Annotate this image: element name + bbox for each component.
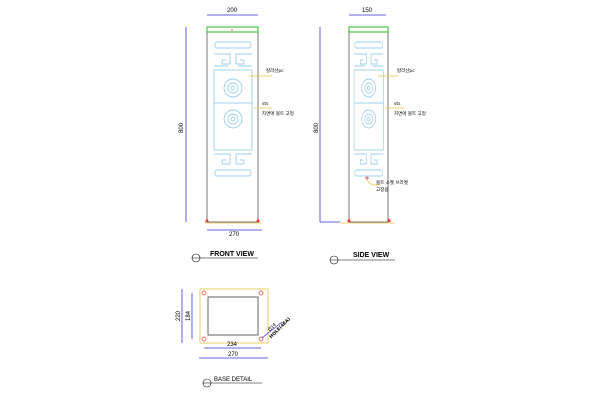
front-width-top: 200	[227, 8, 238, 14]
side-label-5: 고정용	[376, 186, 388, 193]
base-width-inner: 234	[227, 342, 238, 348]
front-view: 200 800 칼라산pc sts 지면에 볼트 고정 270 FRONT VI…	[179, 8, 294, 263]
base-height-outer: 220	[176, 310, 182, 321]
side-label-2: sts	[394, 101, 401, 107]
front-height: 800	[179, 122, 185, 133]
base-plate	[199, 288, 269, 344]
side-label-4: 볼트 소켓 브라켓	[376, 179, 408, 186]
front-label-1: 칼라산pc	[266, 67, 284, 74]
base-width-outer: 270	[228, 352, 239, 358]
side-label-3: 지면에 볼트 고정	[394, 110, 426, 117]
front-width-base: 270	[229, 232, 240, 238]
side-view: 150 800 칼라산pc sts 지면에 볼트 고정 볼트 소켓 브라켓 고정…	[314, 8, 426, 265]
front-panel-frame	[206, 26, 259, 223]
base-detail: 220 184 234 270 Ø14 HOLE(4EA) BASE DETAI…	[176, 288, 292, 388]
side-view-title: SIDE VIEW	[353, 252, 390, 259]
front-cap	[206, 26, 259, 33]
front-label-3: 지면에 볼트 고정	[262, 110, 294, 117]
front-view-title: FRONT VIEW	[210, 251, 254, 258]
hole-size-label: Ø14	[266, 321, 278, 333]
side-label-1: 칼라산pc	[397, 67, 415, 74]
base-detail-title: BASE DETAIL	[214, 377, 253, 383]
side-width-top: 150	[362, 8, 373, 14]
front-label-2: sts	[262, 101, 269, 107]
base-height-inner: 184	[186, 310, 192, 321]
side-height: 800	[314, 122, 320, 133]
bolt-hole-icons	[201, 290, 264, 342]
